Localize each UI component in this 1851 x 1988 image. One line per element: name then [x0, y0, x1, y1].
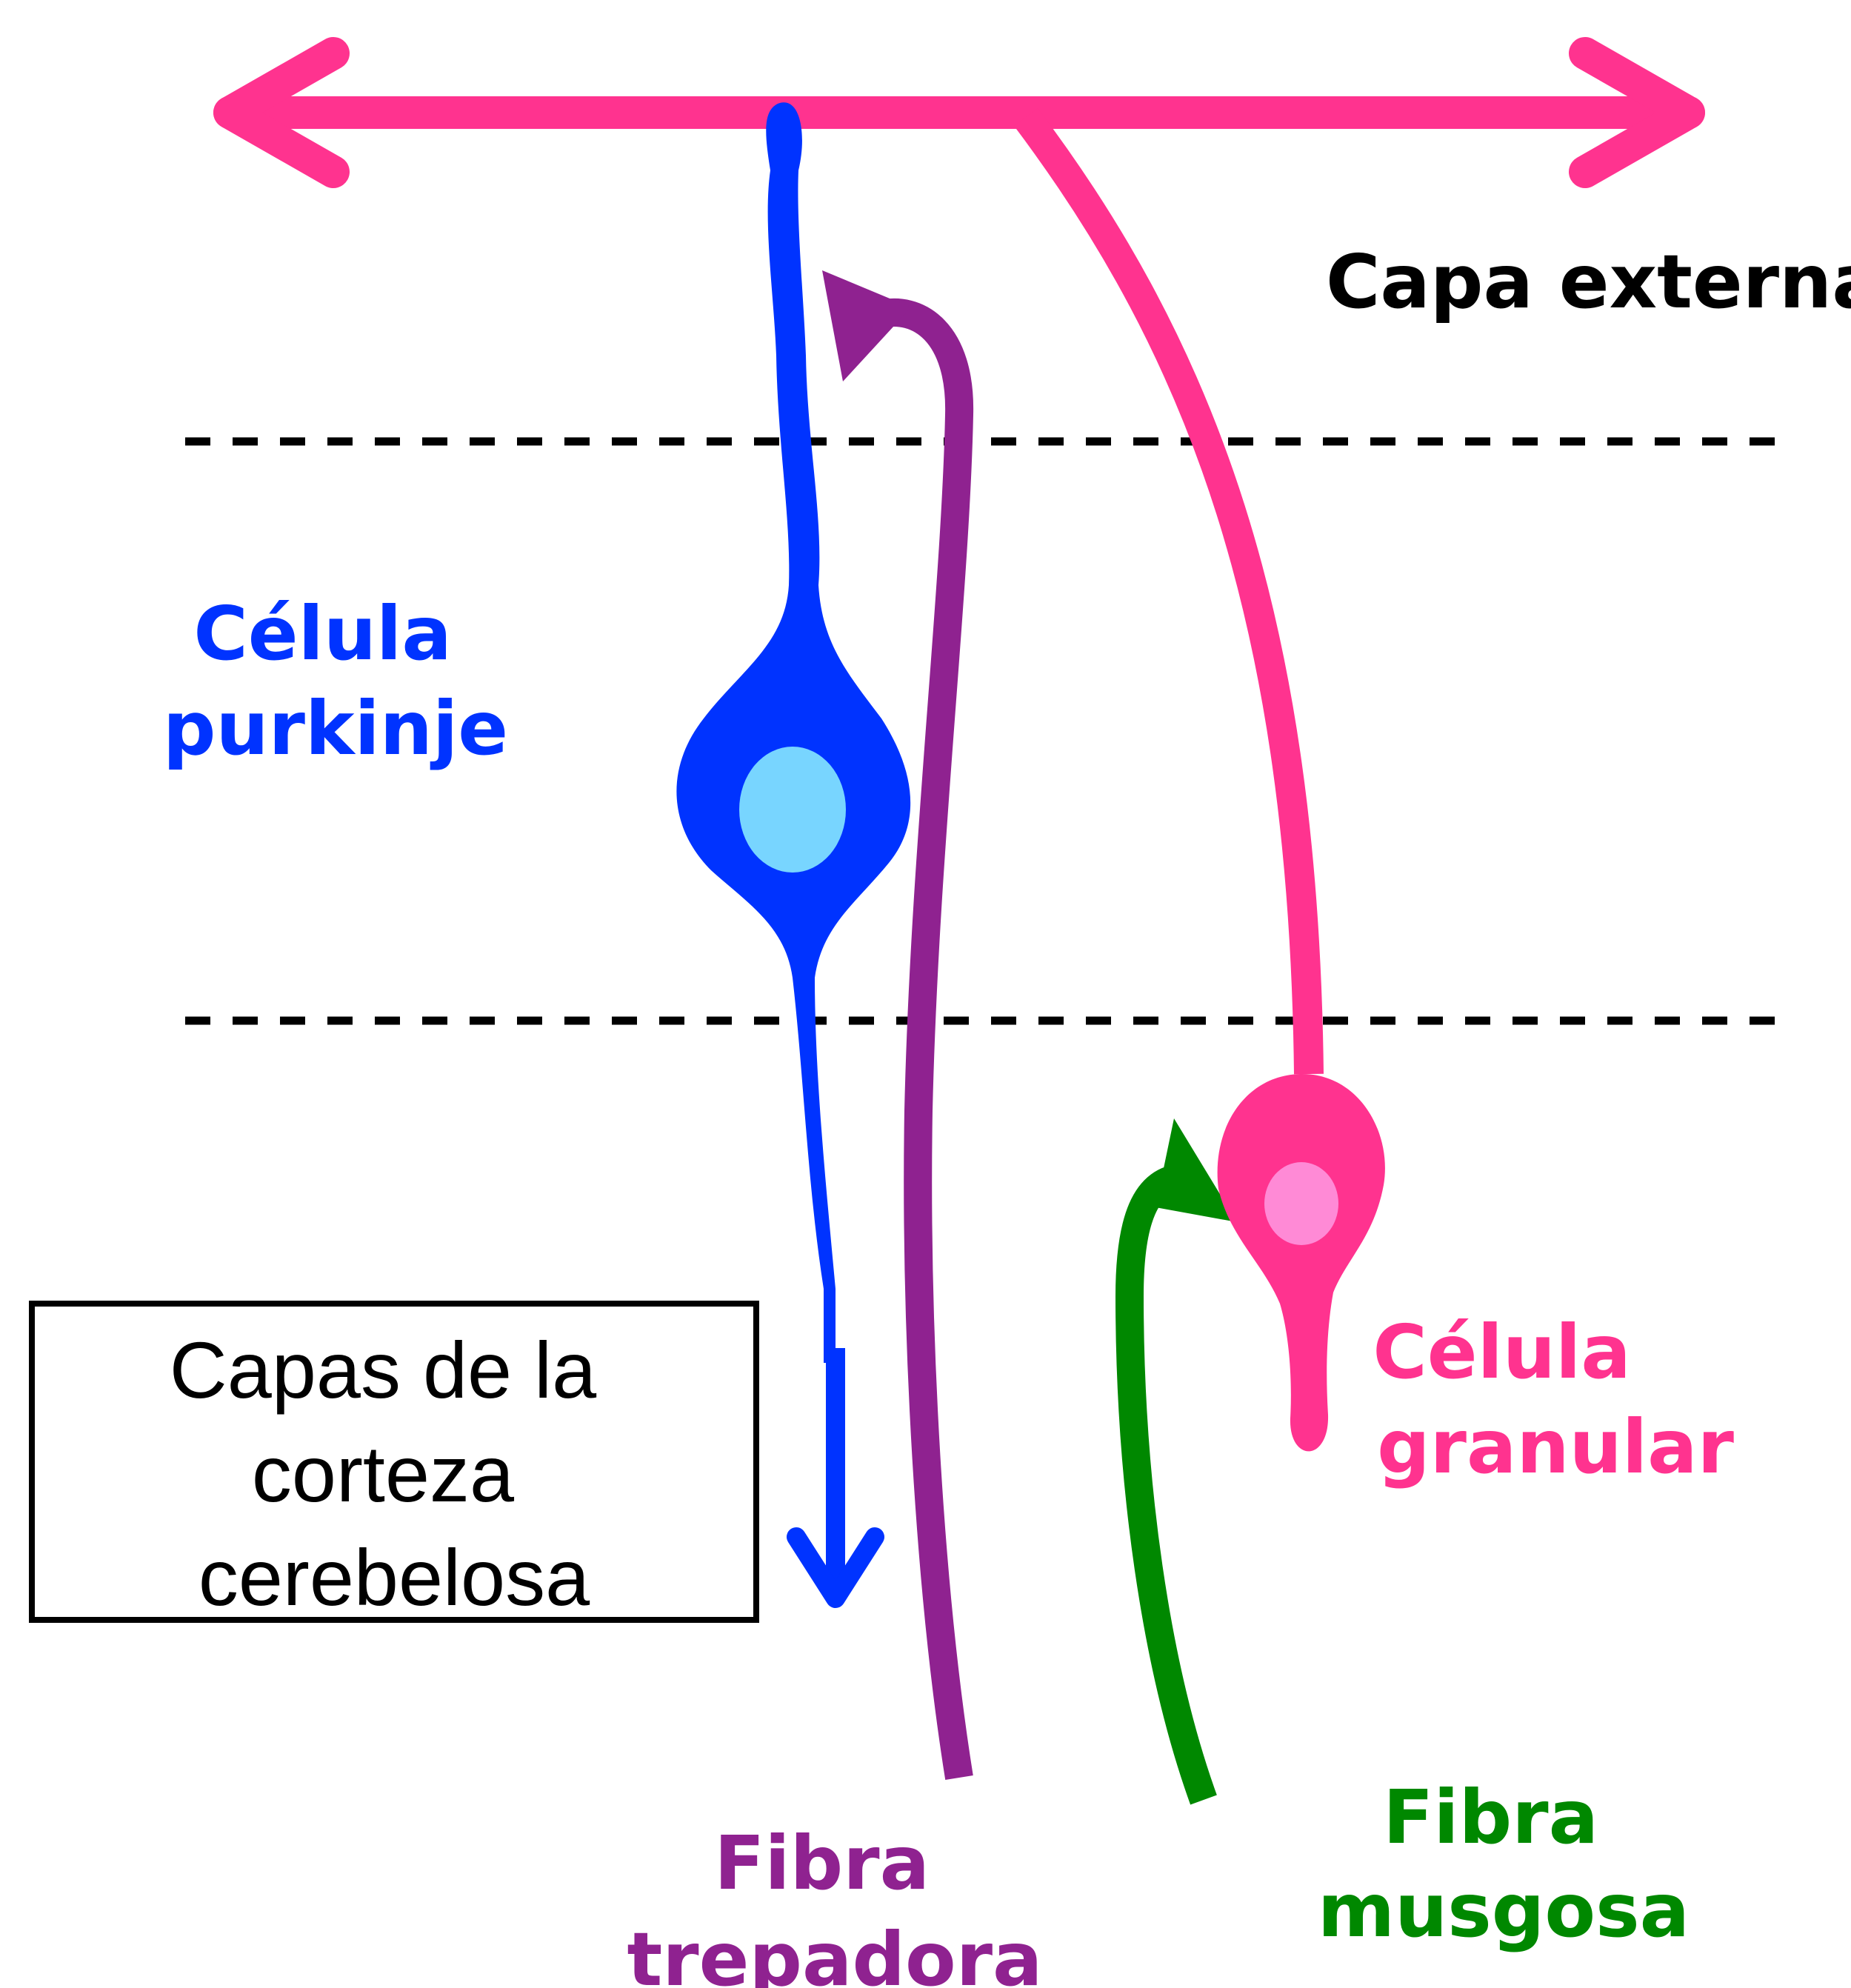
label-granular-line2: granular — [1377, 1404, 1735, 1490]
granular-cell-nucleus — [1264, 1162, 1338, 1245]
purkinje-cell-body — [676, 102, 911, 1363]
mossy-fiber-path — [1115, 1164, 1217, 1805]
purkinje-cell — [676, 102, 911, 1608]
caption-line3: cerebelosa — [199, 1532, 590, 1622]
label-granular-cell: Célula granular — [1373, 1309, 1734, 1490]
label-mossy-line1: Fibra — [1383, 1774, 1598, 1861]
mossy-fiber — [1115, 1118, 1237, 1805]
label-mossy-fiber: Fibra musgosa — [1318, 1774, 1690, 1954]
mossy-fiber-arrowhead — [1155, 1118, 1237, 1222]
label-outer-layer: Capa externa — [1326, 239, 1851, 325]
climbing-fiber-arrowhead — [822, 270, 911, 381]
climbing-fiber-path — [874, 298, 974, 1780]
caption-box-frame — [29, 1301, 759, 1623]
label-mossy-line2: musgosa — [1318, 1867, 1690, 1954]
label-purkinje-cell: Célula purkinje — [163, 590, 508, 772]
parallel-fiber-right-arrowhead — [1569, 37, 1705, 188]
purkinje-axon-arrowhead — [787, 1527, 884, 1608]
label-granular-line1: Célula — [1373, 1309, 1630, 1395]
granular-cell-body — [1217, 1073, 1385, 1452]
caption-box: Capas de la corteza cerebelosa — [29, 1301, 759, 1623]
label-purkinje-line1: Célula — [193, 590, 451, 677]
caption-text: Capas de la corteza cerebelosa — [170, 1325, 618, 1622]
label-climbing-line2: trepadora — [627, 1916, 1042, 1988]
label-climbing-line1: Fibra — [714, 1820, 930, 1907]
caption-line1: Capas de la — [170, 1325, 597, 1415]
parallel-fiber-left-arrowhead — [213, 37, 350, 188]
parallel-fiber — [213, 37, 1705, 188]
granular-cell-axon — [1014, 107, 1324, 1075]
climbing-fiber — [822, 270, 974, 1780]
granular-cell — [1217, 1073, 1385, 1452]
purkinje-cell-nucleus — [739, 747, 846, 873]
caption-line2: corteza — [252, 1429, 515, 1518]
label-purkinje-line2: purkinje — [163, 685, 508, 772]
label-climbing-fiber: Fibra trepadora — [627, 1820, 1042, 1988]
